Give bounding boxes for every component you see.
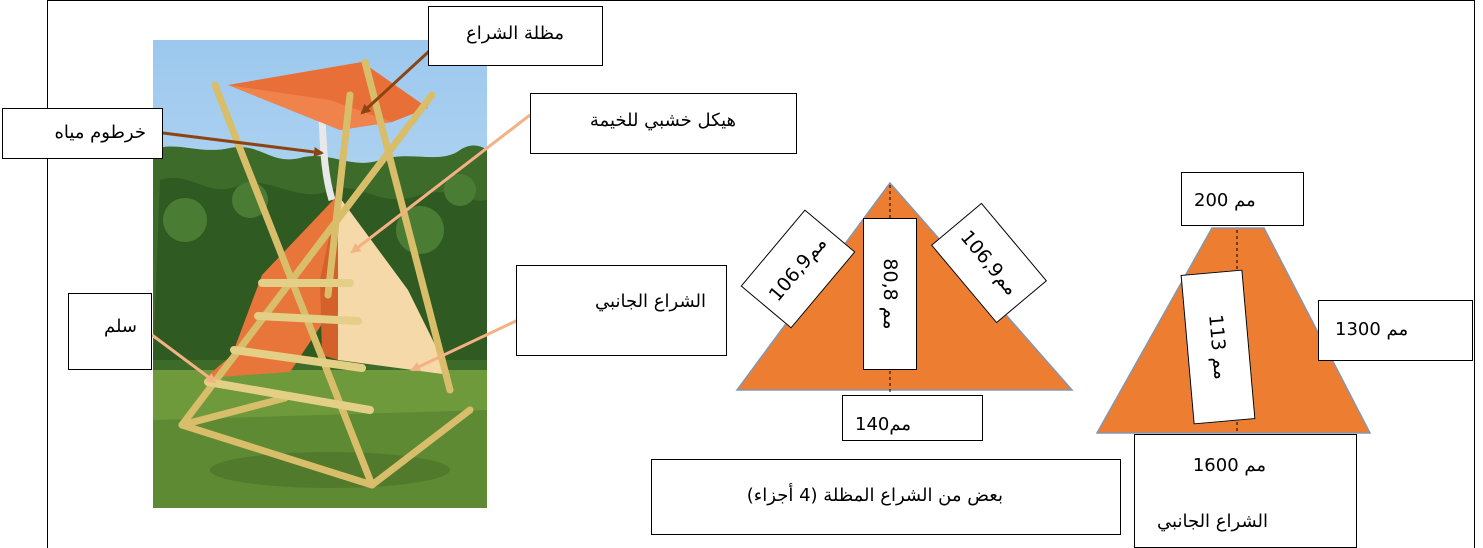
side-sail-label: الشراع الجانبي xyxy=(595,291,706,312)
canopy-base-label: 140مم xyxy=(855,414,911,435)
frame-label: هيكل خشبي للخيمة xyxy=(589,110,736,131)
canopy-height-label: 80,8 مم xyxy=(879,258,901,330)
side-sail-top-box: 200 مم xyxy=(1181,172,1304,226)
side-sail-caption: الشراع الجانبي xyxy=(1157,511,1268,532)
canopy-label-box: مظلة الشراع xyxy=(428,6,603,66)
side-sail-arrow xyxy=(410,318,519,372)
canopy-label: مظلة الشراع xyxy=(466,23,564,44)
side-sail-label-box: الشراع الجانبي xyxy=(516,265,727,356)
canopy-base-box: 140مم xyxy=(842,395,983,441)
side-sail-height-box: 113 مم xyxy=(1180,269,1256,425)
canopy-arrow xyxy=(360,41,440,115)
side-sail-height-label: 113 مم xyxy=(1204,313,1232,381)
canopy-caption: بعض من الشراع المظلة (4 أجزاء) xyxy=(746,485,1003,506)
tent-photo xyxy=(153,40,487,508)
side-sail-side-box: 1300 مم xyxy=(1318,300,1473,361)
hose-label-box: خرطوم مياه xyxy=(2,108,163,159)
ladder-label-box: سلم xyxy=(68,293,152,370)
side-sail-top-label: 200 مم xyxy=(1194,190,1256,211)
ladder-arrow xyxy=(151,333,217,384)
ladder-label: سلم xyxy=(103,316,137,337)
hose-arrow xyxy=(162,131,324,157)
side-sail-side-label: 1300 مم xyxy=(1335,319,1409,340)
frame-arrow xyxy=(350,113,531,254)
hose-label: خرطوم مياه xyxy=(54,122,146,143)
canopy-height-box: 80,8 مم xyxy=(863,218,917,370)
canopy-caption-box: بعض من الشراع المظلة (4 أجزاء) xyxy=(651,459,1121,535)
frame-top-line xyxy=(47,0,1475,1)
frame-label-box: هيكل خشبي للخيمة xyxy=(530,93,797,154)
frame-left-line xyxy=(47,0,48,548)
frame-right-line xyxy=(1474,0,1475,548)
side-sail-base-label: 1600 مم xyxy=(1192,455,1266,476)
side-sail-base-box: 1600 مم الشراع الجانبي xyxy=(1134,434,1357,548)
